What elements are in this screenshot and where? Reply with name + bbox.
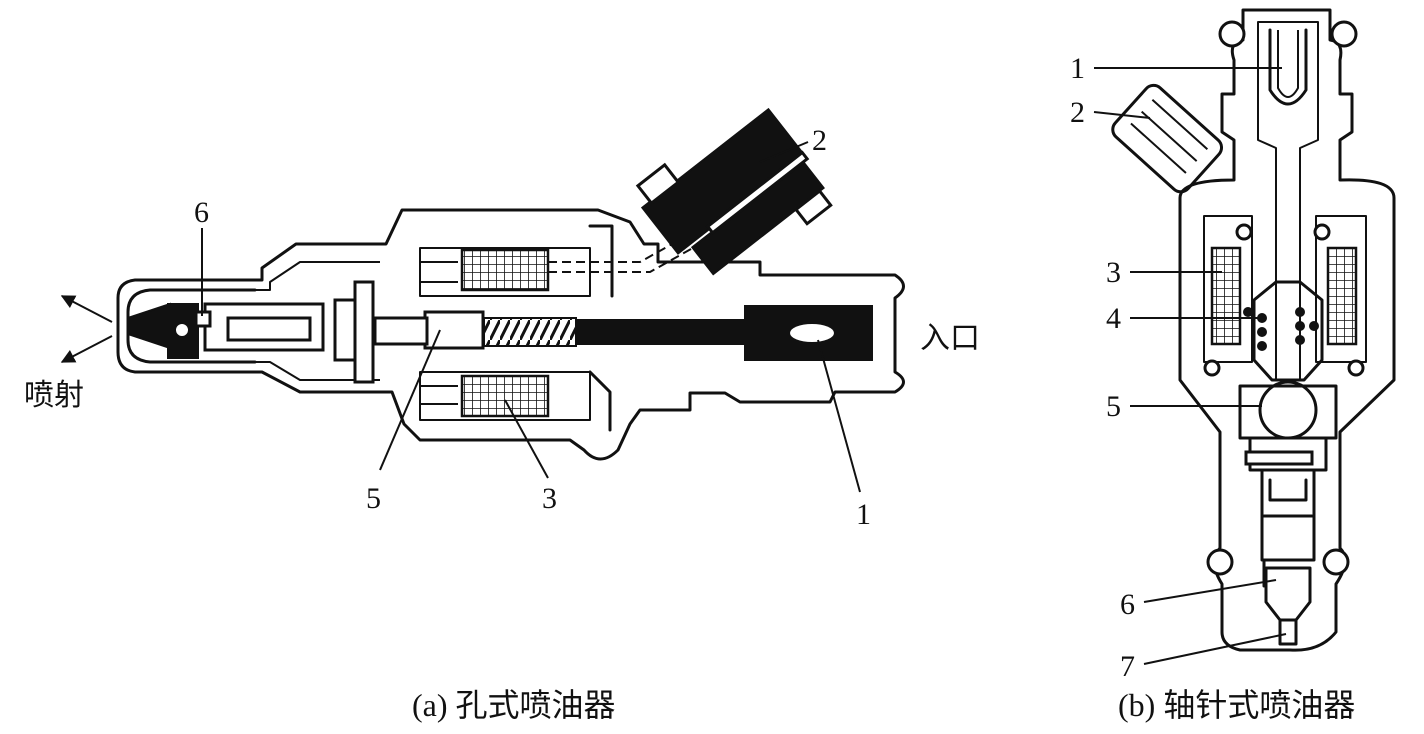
solenoid-coil-upper [460,248,550,292]
caption-a: (a) 孔式喷油器 [412,687,616,723]
solenoid-coil-b-left [1210,246,1242,346]
label-b-2: 2 [1070,96,1085,129]
label-spray: 喷射 [24,379,84,412]
leader-a-5 [379,329,441,471]
o-ring-bottom-left [1206,548,1234,576]
nozzle-tip [127,302,171,350]
nozzle-valve-ball [174,322,190,338]
coil-pin-b-left-top [1235,223,1253,241]
pintle-tip-b [1278,618,1298,646]
electrical-connector-b [1111,83,1224,194]
coil-former-b-left [1203,215,1253,363]
spray-arrow-down [60,335,113,363]
leader-b-6 [1143,579,1277,603]
filter-cap-inner [1257,21,1319,381]
return-spring-b [1243,307,1319,351]
valve-seat-ring [353,280,375,384]
ball-valve [1258,380,1318,440]
filter-b [1268,28,1308,106]
pintle-type-injector: 1 2 3 4 5 6 7 (b) 轴针式喷油器 [1070,8,1396,723]
leader-b-2 [1093,111,1151,119]
leader-a-1 [817,339,861,493]
label-b-7: 7 [1120,650,1135,683]
return-spring [483,317,577,347]
spray-arrow-up [60,295,113,323]
label-a-6: 6 [194,196,209,229]
solenoid-coil-b-right [1326,246,1358,346]
armature-b [1252,280,1324,382]
label-a-5: 5 [366,482,381,515]
label-inlet: 入口 [920,322,980,355]
injector-b-housing [1178,8,1396,652]
leader-a-2 [759,141,809,163]
hole-type-injector: 6 5 3 1 2 入口 喷射 (a) 孔式喷油器 [24,107,980,723]
stop-plate-b [1244,450,1314,466]
solenoid-coil-lower [460,374,550,418]
leader-a-3 [504,399,549,479]
label-b-1: 1 [1070,52,1085,85]
filter-hole [790,324,834,342]
caption-b: (b) 轴针式喷油器 [1118,687,1355,723]
pintle-b [1264,566,1312,622]
coil-former-lower [419,371,591,421]
fuel-inlet-tube [575,319,751,345]
label-a-1: 1 [856,498,871,531]
o-ring-top-left [1218,20,1246,48]
label-b-5: 5 [1106,390,1121,423]
needle-stem-b [1260,468,1316,588]
label-b-3: 3 [1106,256,1121,289]
coil-wire-2 [548,243,701,273]
coil-pin-b-left-bottom [1203,359,1221,377]
coil-pin-b-right-top [1313,223,1331,241]
label-a-3: 3 [542,482,557,515]
filter-b-inner [1277,30,1299,98]
needle-guide [226,316,312,342]
injector-a-housing [116,208,905,461]
leader-b-7 [1143,633,1287,665]
electrical-connector [635,107,833,276]
label-b-4: 4 [1106,302,1121,335]
label-a-2: 2 [812,124,827,157]
label-b-6: 6 [1120,588,1135,621]
coil-former-b-right [1315,215,1367,363]
armature-shaft [373,316,429,346]
o-ring-bottom-right [1322,548,1350,576]
coil-pin-b-right-bottom [1347,359,1365,377]
o-ring-top-right [1330,20,1358,48]
coil-former-upper [419,247,591,297]
